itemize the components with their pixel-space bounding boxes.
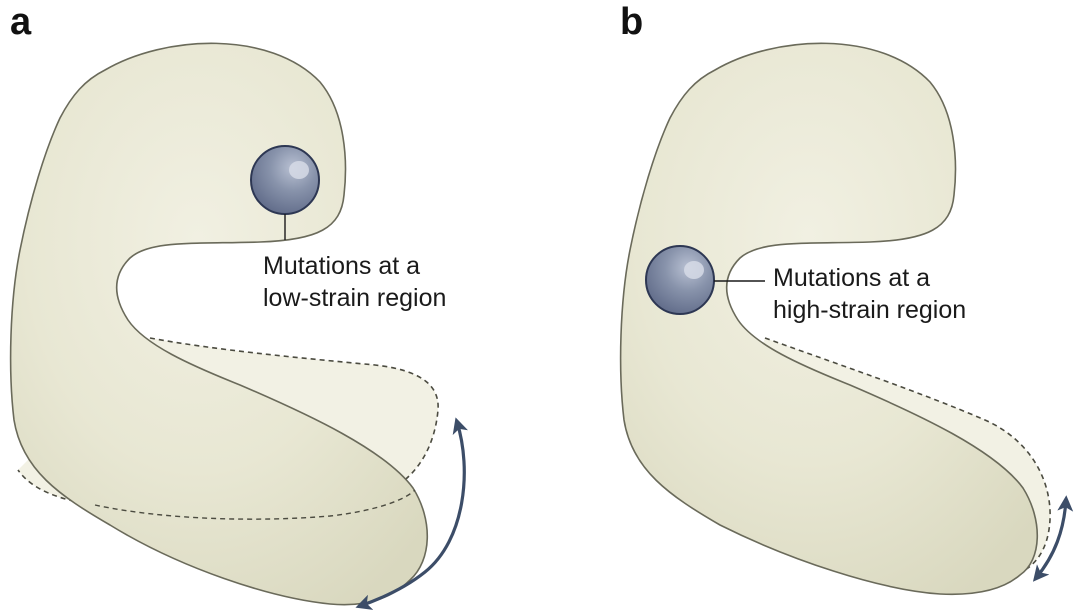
panel-b-callout-line-2: high-strain region: [773, 296, 966, 324]
panel-b-protein-body: [619, 42, 1039, 596]
panel-b-callout: Mutations at a high-strain region: [773, 264, 966, 324]
panel-a-motion-arrow: [355, 417, 468, 610]
panel-b-motion-arrow: [1032, 495, 1074, 582]
panel-a-label: a: [10, 1, 32, 43]
panel-a-callout: Mutations at a low-strain region: [263, 252, 446, 312]
panel-a: a Mutations at a low-strain region: [9, 1, 468, 610]
panel-b-callout-line-1: Mutations at a: [773, 264, 930, 292]
panel-b: b Mutations at a high-strain region: [619, 1, 1074, 596]
panel-a-protein-body: [9, 42, 429, 606]
panel-a-mutation-sphere: [250, 145, 320, 215]
panel-a-callout-line-1: Mutations at a: [263, 252, 420, 280]
panel-b-label: b: [620, 1, 643, 43]
panel-a-callout-line-2: low-strain region: [263, 284, 446, 312]
panel-b-mutation-sphere: [645, 245, 715, 315]
